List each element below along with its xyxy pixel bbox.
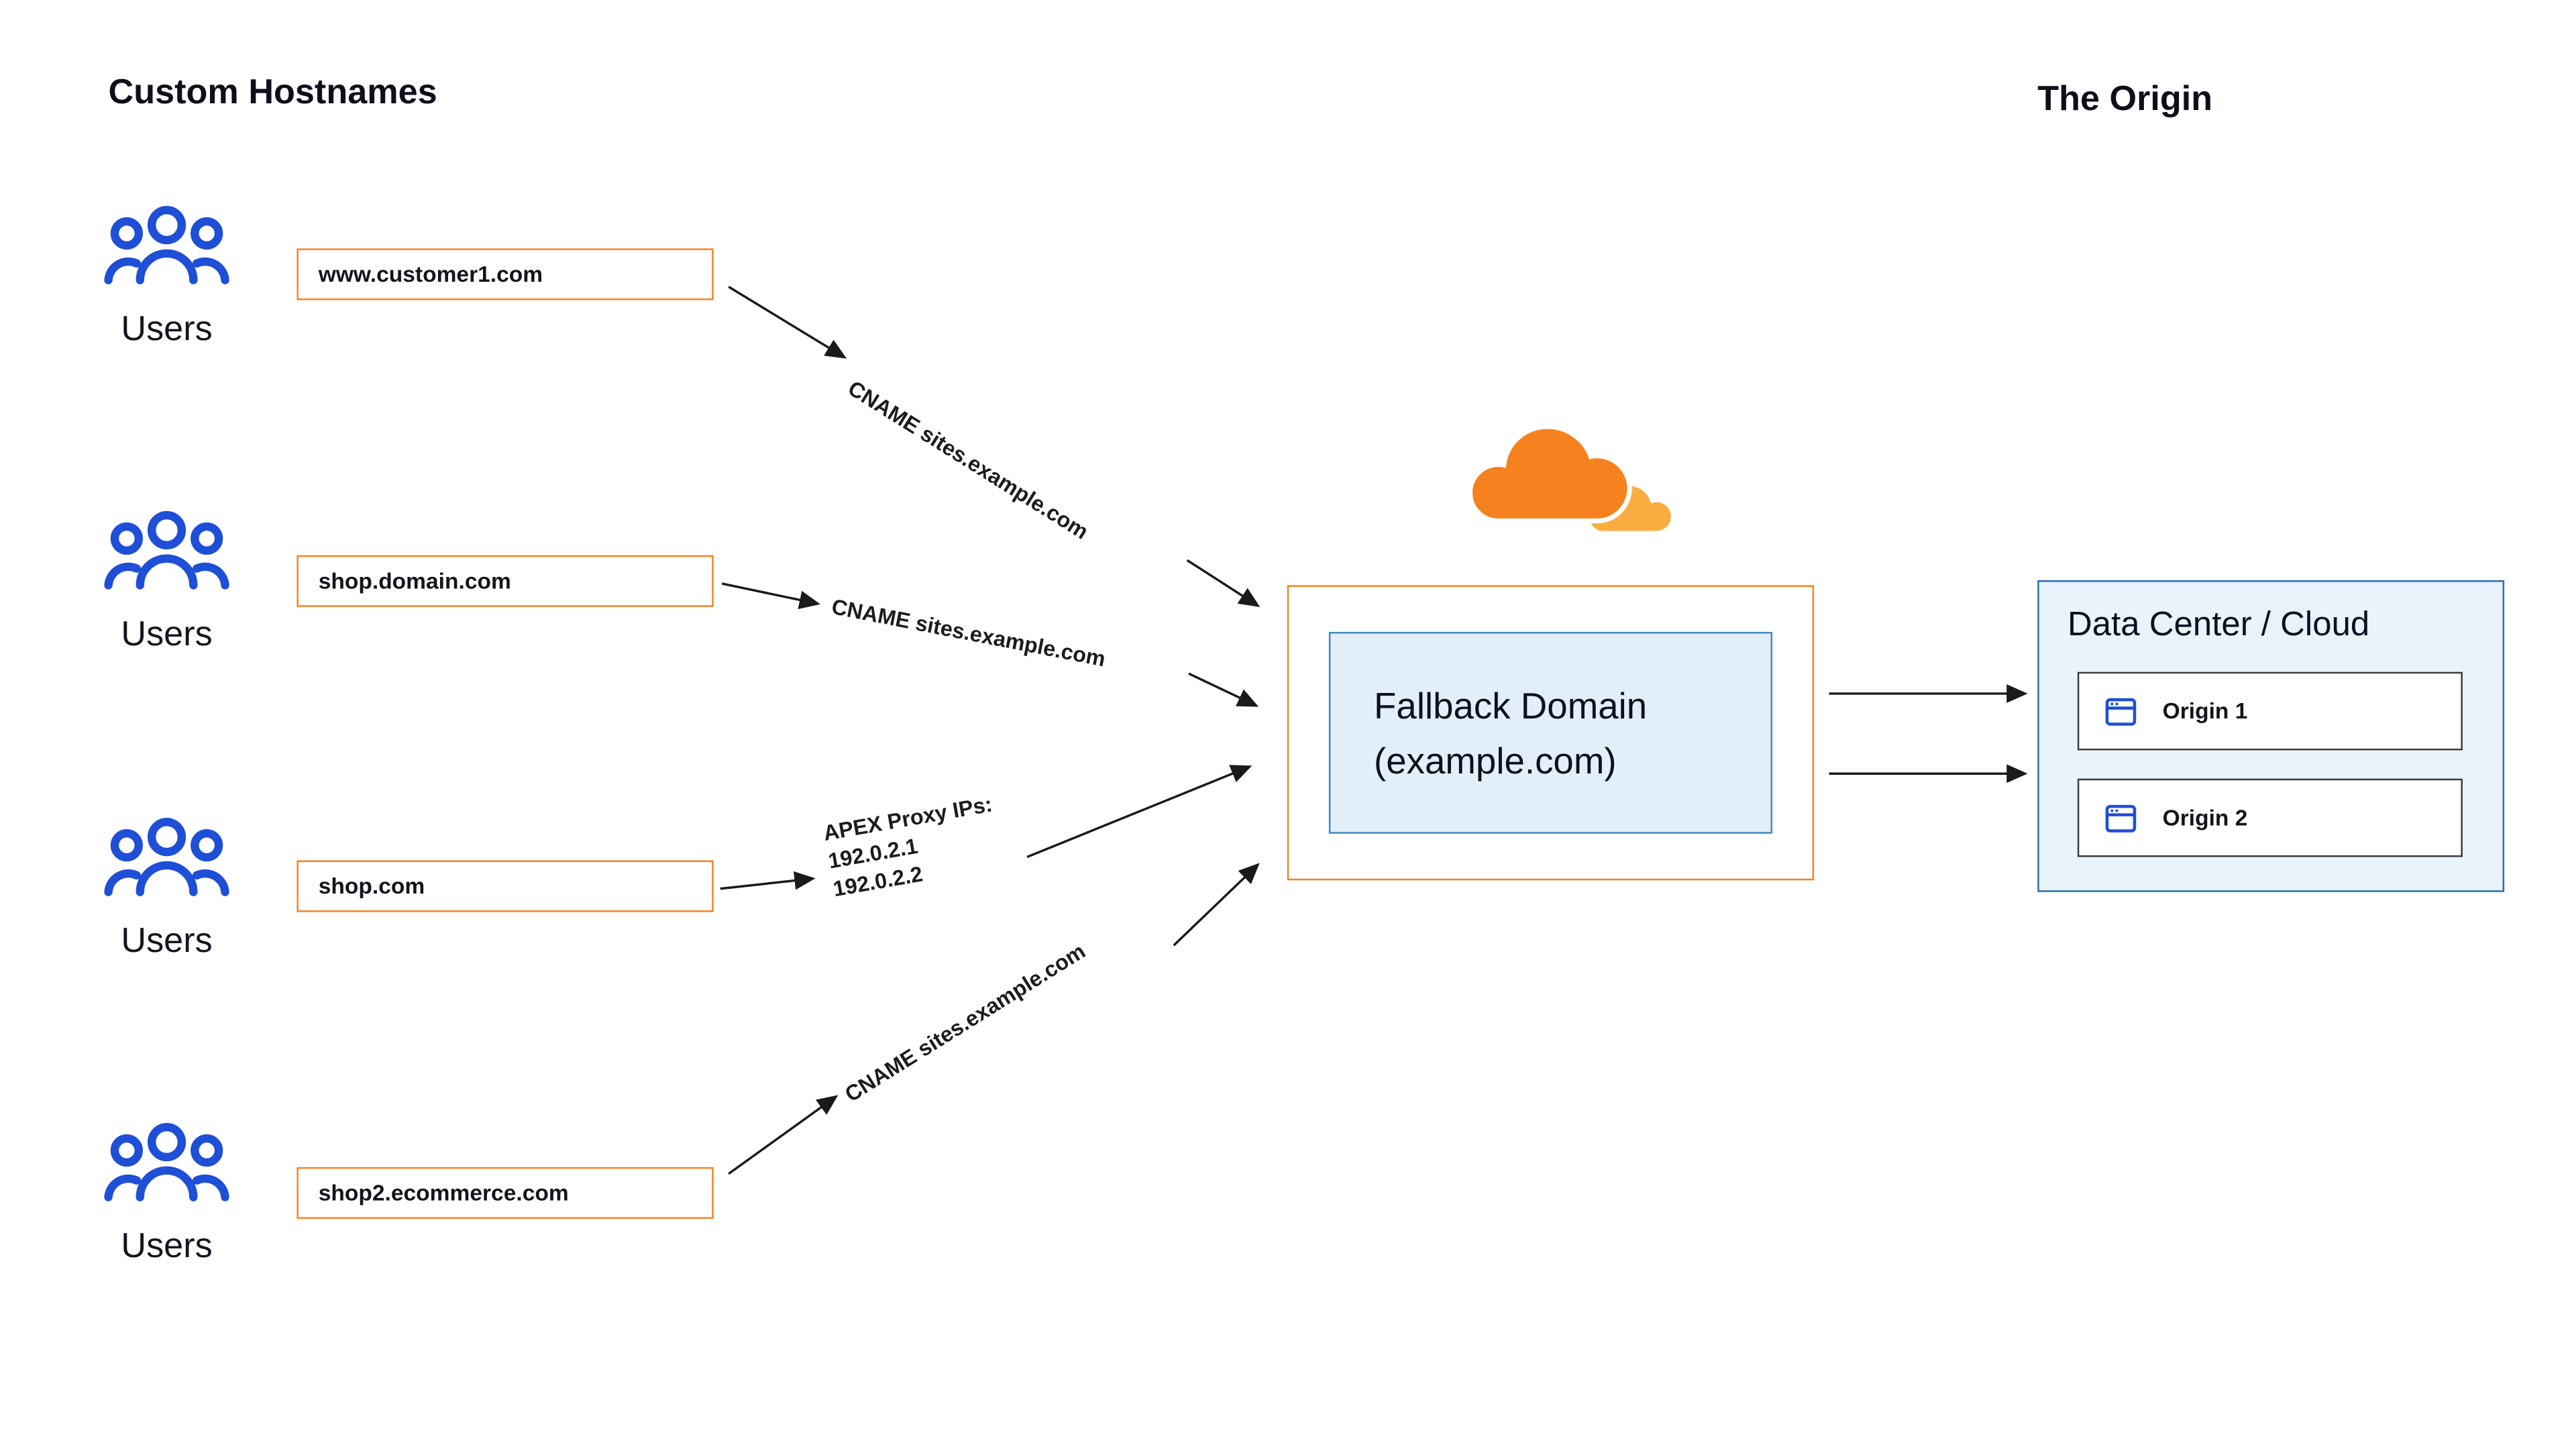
users-label: Users bbox=[121, 922, 213, 961]
fallback-domain-line1: Fallback Domain bbox=[1374, 684, 1648, 727]
users-group-icon bbox=[103, 203, 230, 286]
users-group-icon bbox=[103, 1120, 230, 1203]
users-label: Users bbox=[121, 310, 213, 349]
users-label: Users bbox=[121, 615, 213, 654]
hostname-box-shop-domain: shop.domain.com bbox=[297, 555, 714, 607]
origin-1-box: Origin 1 bbox=[2077, 672, 2463, 751]
data-center-title: Data Center / Cloud bbox=[2067, 605, 2370, 644]
origin-2-box: Origin 2 bbox=[2077, 778, 2463, 857]
left-section-title: Custom Hostnames bbox=[108, 73, 437, 112]
arrow-hostname2-to-label bbox=[721, 582, 820, 609]
origin-1-label: Origin 1 bbox=[2162, 698, 2248, 724]
hostname-box-shop: shop.com bbox=[297, 860, 714, 912]
arrow-hostname1-to-label bbox=[728, 286, 847, 359]
browser-window-icon bbox=[2102, 693, 2139, 730]
browser-window-icon bbox=[2102, 800, 2139, 837]
arrow-label4-to-fallback bbox=[1173, 863, 1260, 947]
origin-2-label: Origin 2 bbox=[2162, 805, 2248, 830]
right-section-title: The Origin bbox=[2037, 80, 2213, 119]
users-label: Users bbox=[121, 1227, 213, 1266]
hostname-box-customer1: www.customer1.com bbox=[297, 248, 714, 301]
arrow-label1-to-fallback bbox=[1186, 559, 1260, 608]
cloudflare-cloud-logo bbox=[1421, 413, 1684, 550]
arrow-label3-to-fallback bbox=[1026, 765, 1252, 859]
arrow-hostname3-to-label bbox=[720, 871, 816, 890]
arrow-label2-to-fallback bbox=[1188, 672, 1259, 707]
fallback-domain-box: Fallback Domain (example.com) bbox=[1328, 631, 1773, 834]
hostname-box-shop2-ecommerce: shop2.ecommerce.com bbox=[297, 1167, 714, 1219]
arrow-hostname4-to-label bbox=[728, 1095, 839, 1175]
fallback-domain-line2: (example.com) bbox=[1374, 739, 1617, 782]
users-group-icon bbox=[103, 815, 230, 898]
users-group-icon bbox=[103, 508, 230, 592]
